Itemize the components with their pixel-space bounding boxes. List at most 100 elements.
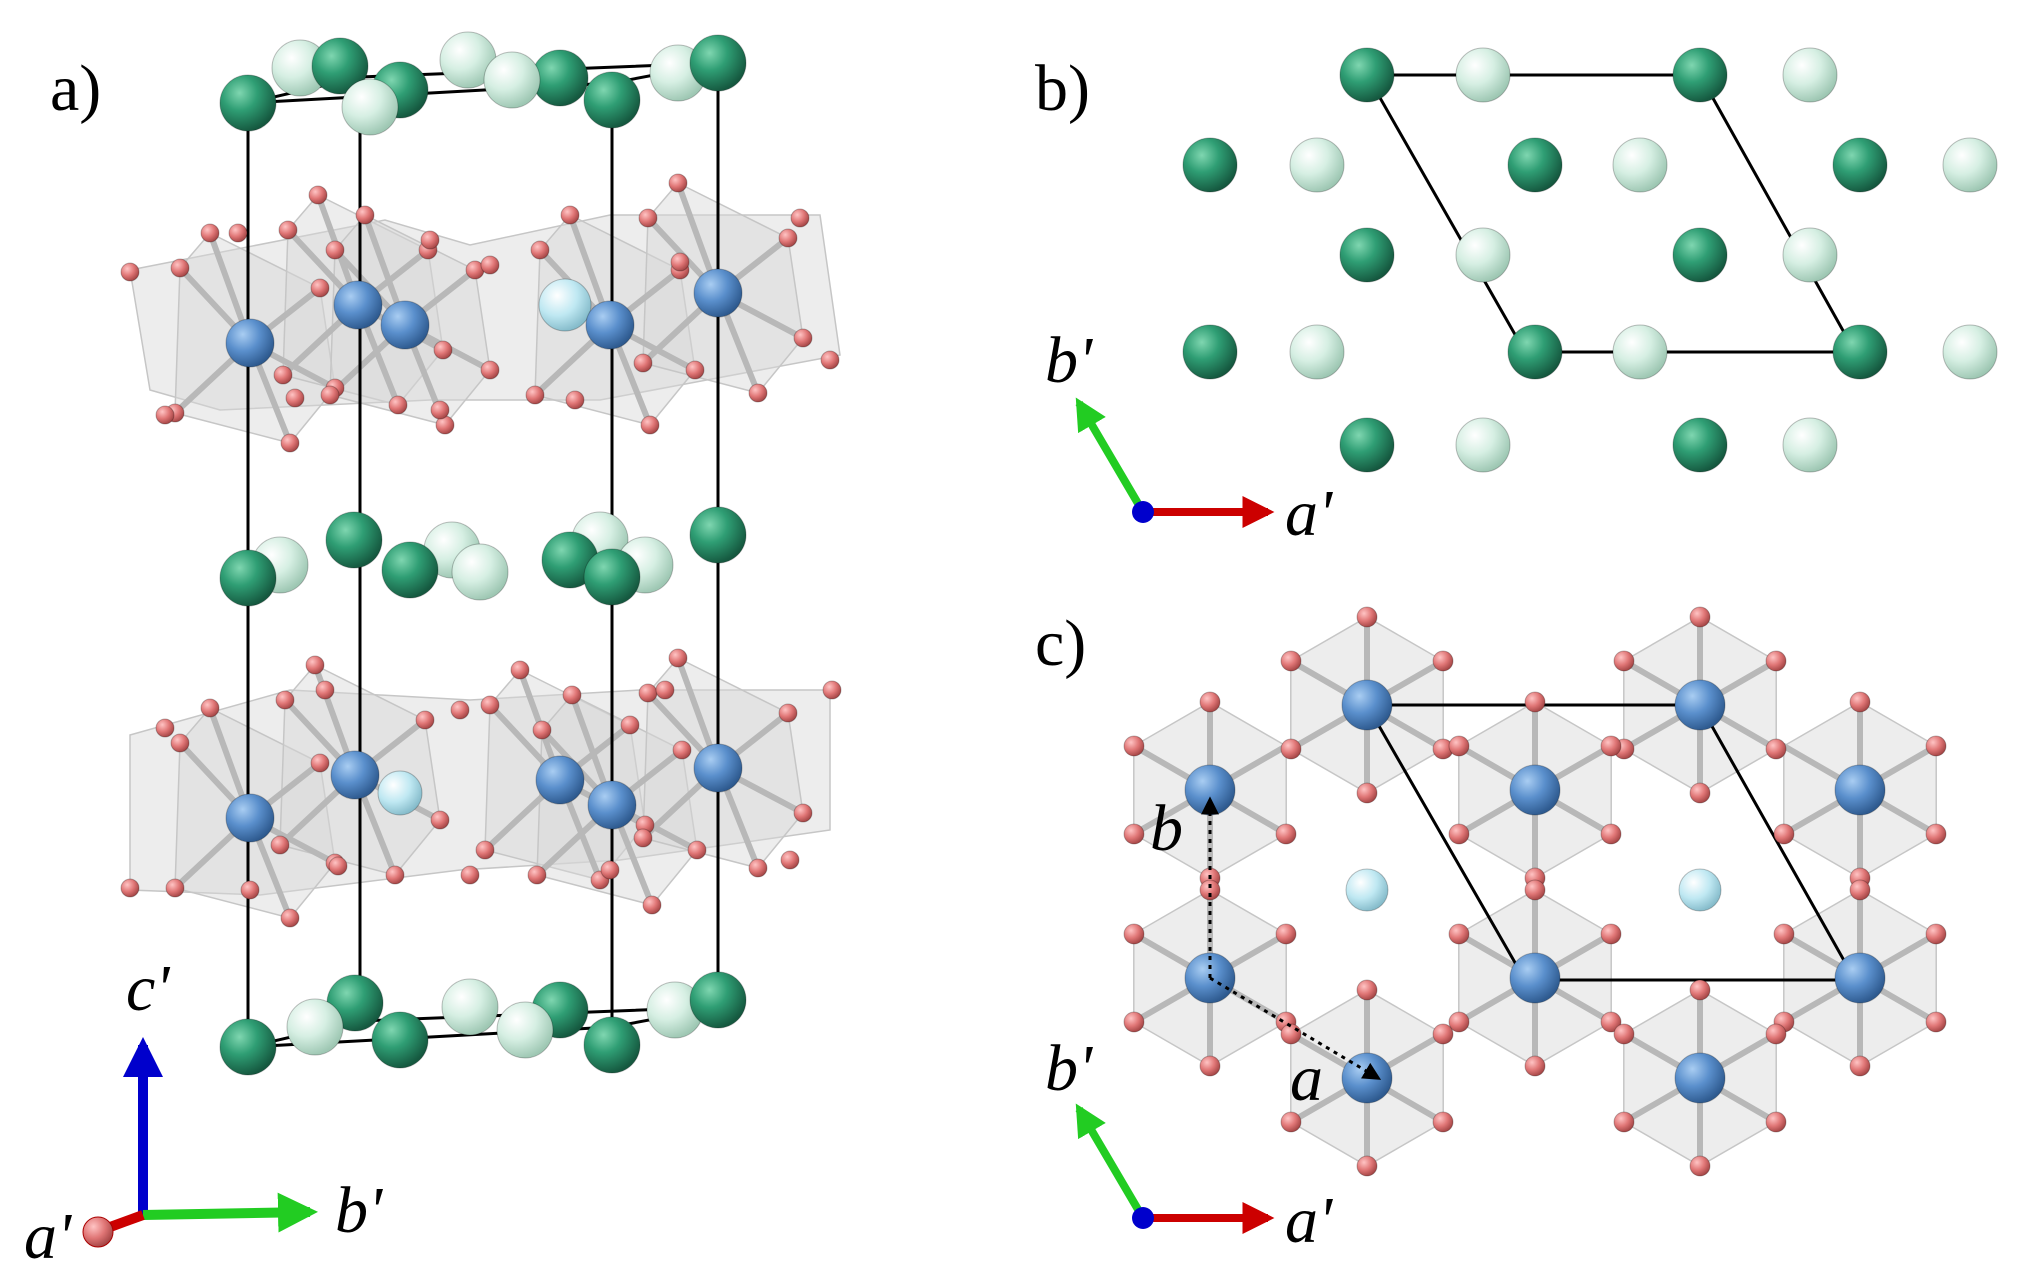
oxygen-atom [1199,879,1221,901]
oxygen-atom [685,360,705,380]
b-axis-arrow [1075,1103,1147,1221]
oxygen-atom [530,240,550,260]
oxygen-atom [430,400,450,420]
blue-metal-atom [1674,679,1726,731]
oxygen-atom [748,383,768,403]
axis-label-a-prime: a' [1285,1184,1334,1257]
blue-metal-atom [225,318,275,368]
b-axis-arrow [142,1192,318,1233]
oxygen-atom [1123,823,1145,845]
oxygen-atom [525,385,545,405]
dark-green-atom [371,1011,429,1069]
light-cyan-atom [1345,868,1389,912]
dark-green-atom [1507,137,1563,193]
oxygen-atom [320,385,340,405]
oxygen-atom [1275,823,1297,845]
oxygen-atom [308,185,328,205]
oxygen-atom [560,205,580,225]
oxygen-atom [1524,879,1546,901]
dark-green-atom [689,971,747,1029]
oxygen-atom [1123,735,1145,757]
oxygen-atom [1280,650,1302,672]
light-cyan-atom [377,770,423,816]
oxygen-atom [670,252,690,272]
light-green-atom [1455,227,1511,283]
oxygen-atom [120,878,140,898]
c-axis-origin-ball [1132,1207,1154,1229]
a-axis-origin-ball [82,1216,114,1248]
c-axis-origin-ball [1132,501,1154,523]
axis-triad-c: b' a' [1045,1032,1334,1257]
oxygen-atom [1432,1023,1454,1045]
light-green-atom [1612,137,1668,193]
blue-metal-atom [585,300,635,350]
oxygen-atom [1613,1023,1635,1045]
dark-green-atom [1832,137,1888,193]
dark-green-atom [1339,417,1395,473]
oxygen-atom [562,685,582,705]
oxygen-atom [420,230,440,250]
axis-label-c-prime: c' [126,952,171,1025]
oxygen-atom [280,908,300,928]
blue-metal-atom [535,755,585,805]
oxygen-atom [1448,735,1470,757]
oxygen-atom [1925,823,1947,845]
oxygen-atom [655,680,675,700]
oxygen-atom [778,703,798,723]
oxygen-atom [1925,1011,1947,1033]
oxygen-atom [1765,1023,1787,1045]
dark-green-atom [1339,47,1395,103]
light-green-atom [1942,137,1998,193]
oxygen-atom [165,878,185,898]
oxygen-atom [1432,1111,1454,1133]
oxygen-atom [638,683,658,703]
oxygen-atom [1280,1023,1302,1045]
dark-green-atom [219,549,277,607]
blue-metal-atom [1509,952,1561,1004]
panel-label-b: b) [1035,52,1090,125]
blue-metal-atom [693,268,743,318]
oxygen-atom [668,648,688,668]
light-green-atom [1289,324,1345,380]
oxygen-atom [1123,923,1145,945]
oxygen-atom [640,415,660,435]
dark-green-atom [219,1018,277,1076]
oxygen-atom [385,865,405,885]
oxygen-atom [565,390,585,410]
dark-green-atom [1672,47,1728,103]
blue-metal-atom [1509,764,1561,816]
panel-c-kagome-layer: b a c) b' a' [1035,606,1947,1257]
oxygen-atom [305,655,325,675]
light-green-atom [1782,47,1838,103]
dark-green-atom [689,34,747,92]
oxygen-atom [1849,879,1871,901]
oxygen-atom [1613,650,1635,672]
axis-label-a-prime: a' [24,1200,73,1268]
oxygen-atom [1356,782,1378,804]
oxygen-atom [170,733,190,753]
oxygen-atom [1123,1011,1145,1033]
oxygen-atom [155,718,175,738]
axis-label-b-prime: b' [335,1174,384,1247]
dark-green-atom [381,541,439,599]
oxygen-atom [638,208,658,228]
oxygen-atom [200,223,220,243]
oxygen-atom [280,433,300,453]
oxygen-atom [633,353,653,373]
panel-b-top-view: b) b' a' [1035,47,1998,550]
dark-green-atom [1182,324,1238,380]
oxygen-atom [1600,735,1622,757]
light-green-atom [451,543,509,601]
oxygen-atom [527,865,547,885]
oxygen-atom [120,262,140,282]
vector-label-a: a [1290,1042,1323,1115]
light-green-atom [1455,47,1511,103]
oxygen-atom [278,220,298,240]
axis-triad-b: b' a' [1045,324,1334,550]
vector-a-arrow [1209,976,1382,1080]
dark-green-atom [583,548,641,606]
oxygen-atom [273,365,293,385]
oxygen-atom [1448,1011,1470,1033]
oxygen-atom [1925,923,1947,945]
oxygen-atom [355,205,375,225]
